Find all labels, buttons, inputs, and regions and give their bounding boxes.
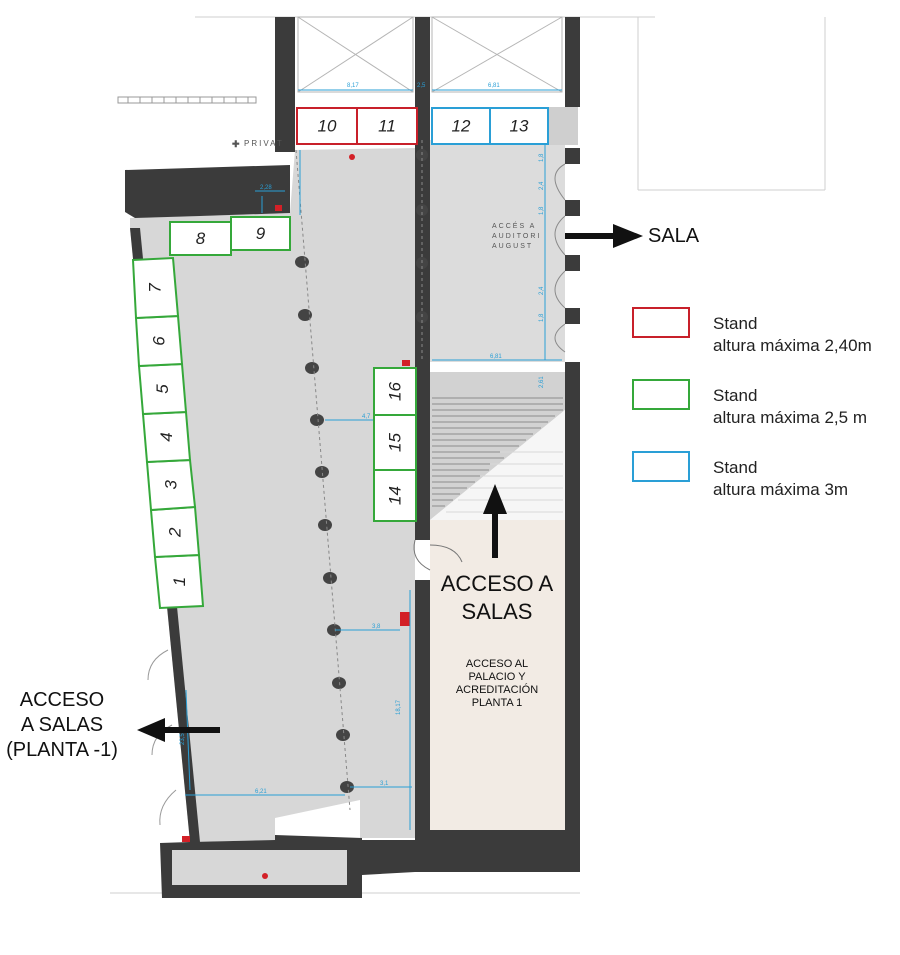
privat-label: ✚ PRIVAT — [232, 139, 284, 149]
acceso-salas-center-label: ACCESO A SALAS — [432, 570, 562, 626]
legend-swatch-blue — [632, 451, 690, 482]
acceso-salas-center-2: SALAS — [461, 599, 533, 624]
stand-label-8: 8 — [196, 229, 206, 248]
red-markers — [182, 154, 410, 879]
right-doors — [554, 163, 566, 353]
dim-lower-gap: 3,8 — [372, 624, 381, 630]
legend: Stand altura máxima 2,40m Stand altura m… — [632, 305, 892, 521]
stand-label-6: 6 — [149, 336, 168, 346]
dim-right-seg-5: 1,8 — [539, 313, 545, 322]
stand-label-13: 13 — [510, 117, 529, 136]
stand-11 — [356, 107, 418, 145]
legend-swatch-green — [632, 379, 690, 410]
dim-right-seg-4: 2,4 — [539, 286, 545, 295]
legend-blue-line1: Stand — [713, 458, 758, 477]
stand-13 — [489, 107, 549, 145]
sala-text: SALA — [648, 225, 700, 247]
arrow-to-sala — [565, 224, 643, 248]
dim-bottom-right: 3,1 — [380, 781, 389, 787]
acces-auditori-2: AUDITORI — [492, 233, 541, 240]
stand-label-14: 14 — [386, 486, 405, 505]
lobby-door — [413, 539, 463, 571]
main-hall-floor — [130, 148, 415, 842]
acceso-salas-left-2: A SALAS — [20, 714, 104, 736]
stand-label-2: 2 — [166, 527, 185, 538]
scale-bar — [117, 96, 257, 104]
stand-label-4: 4 — [157, 432, 176, 441]
dim-mid-right: 6,81 — [490, 354, 502, 360]
acceso-palacio-1: ACCESO AL — [465, 658, 529, 670]
stand-16 — [373, 367, 417, 416]
arrow-up-acceso-salas — [483, 484, 507, 558]
right-wall-columns — [565, 148, 580, 324]
stand-15 — [373, 414, 417, 471]
acceso-palacio-2: PALACIO Y — [468, 671, 526, 683]
stairs — [432, 397, 563, 507]
dim-right-seg-3: 1,8 — [539, 206, 545, 215]
dim-vertical-long: 18,17 — [396, 699, 402, 715]
legend-green-line2: altura máxima 2,5 m — [713, 408, 867, 427]
stand-label-1: 1 — [170, 577, 189, 586]
stand-10 — [296, 107, 358, 145]
stand-label-3: 3 — [161, 479, 180, 489]
acceso-salas-left-1: ACCESO — [19, 689, 105, 711]
lobby-floor — [430, 520, 565, 830]
stand-label-10: 10 — [318, 117, 337, 136]
bottom-passage — [172, 850, 347, 885]
stand-label-12: 12 — [452, 117, 471, 136]
dim-right-seg-2: 2,4 — [539, 181, 545, 190]
dim-top-left: 8,17 — [347, 83, 359, 89]
privat-text: PRIVAT — [244, 139, 284, 148]
stand-7 — [131, 256, 180, 320]
arrows — [137, 224, 643, 742]
dim-right-seg-1: 1,8 — [539, 153, 545, 162]
acces-auditori-1: ACCÉS A — [492, 221, 536, 230]
legend-swatch-red — [632, 307, 690, 338]
stair-transition — [430, 410, 565, 520]
acces-auditori-label: ACCÉS A AUDITORI AUGUST — [492, 221, 541, 250]
upper-right-floor — [430, 140, 565, 362]
dim-top-mid: 2,5 — [417, 83, 426, 89]
acceso-salas-left-3: (PLANTA -1) — [6, 739, 118, 761]
acceso-palacio-3: ACREDITACIÓN — [455, 684, 539, 696]
stand-14 — [373, 469, 417, 522]
stand-label-15: 15 — [386, 433, 405, 452]
stand-label-5: 5 — [153, 384, 172, 394]
acceso-palacio-4: PLANTA 1 — [471, 697, 523, 709]
stand-label-7: 7 — [146, 283, 165, 293]
skylights — [297, 16, 563, 93]
acceso-palacio-label: ACCESO AL PALACIO Y ACREDITACIÓN PLANTA … — [432, 658, 562, 710]
dim-left-stands-gap: 4,7 — [362, 414, 371, 420]
column-grid-lines — [295, 140, 423, 811]
dim-small-left: 2,28 — [260, 185, 272, 191]
acceso-salas-center-1: ACCESO A — [440, 571, 554, 596]
dimension-texts: 8,17 2,5 6,81 2,28 6,81 4,7 3,8 6,21 3,1… — [180, 83, 545, 795]
legend-item-green: Stand altura máxima 2,5 m — [632, 377, 892, 449]
upper-right-door-area — [548, 107, 578, 145]
stand-label-11: 11 — [378, 117, 396, 136]
dim-right-seg-6: 2,61 — [539, 376, 545, 388]
legend-red-line2: altura máxima 2,40m — [713, 336, 872, 355]
svg-text:✚: ✚ — [232, 139, 240, 149]
arrow-left-acceso-salas — [137, 718, 220, 742]
legend-item-blue: Stand altura máxima 3m — [632, 449, 892, 521]
legend-red-line1: Stand — [713, 314, 758, 333]
stand-9 — [230, 216, 291, 251]
legend-blue-line2: altura máxima 3m — [713, 480, 849, 499]
sala-label: SALA — [648, 224, 728, 249]
stand-label-9: 9 — [256, 224, 266, 243]
dimension-lines — [185, 89, 562, 830]
acceso-salas-left-label: ACCESO A SALAS (PLANTA -1) — [0, 688, 124, 763]
dim-top-right: 6,81 — [488, 83, 500, 89]
bottom-wall-extra — [345, 840, 415, 872]
dim-bottom-left: 6,21 — [255, 789, 267, 795]
legend-green-line1: Stand — [713, 386, 758, 405]
legend-item-red: Stand altura máxima 2,40m — [632, 305, 892, 377]
acces-auditori-3: AUGUST — [492, 243, 533, 250]
stand-label-16: 16 — [386, 382, 405, 401]
dim-vertical-left: 23,5 — [180, 733, 186, 745]
